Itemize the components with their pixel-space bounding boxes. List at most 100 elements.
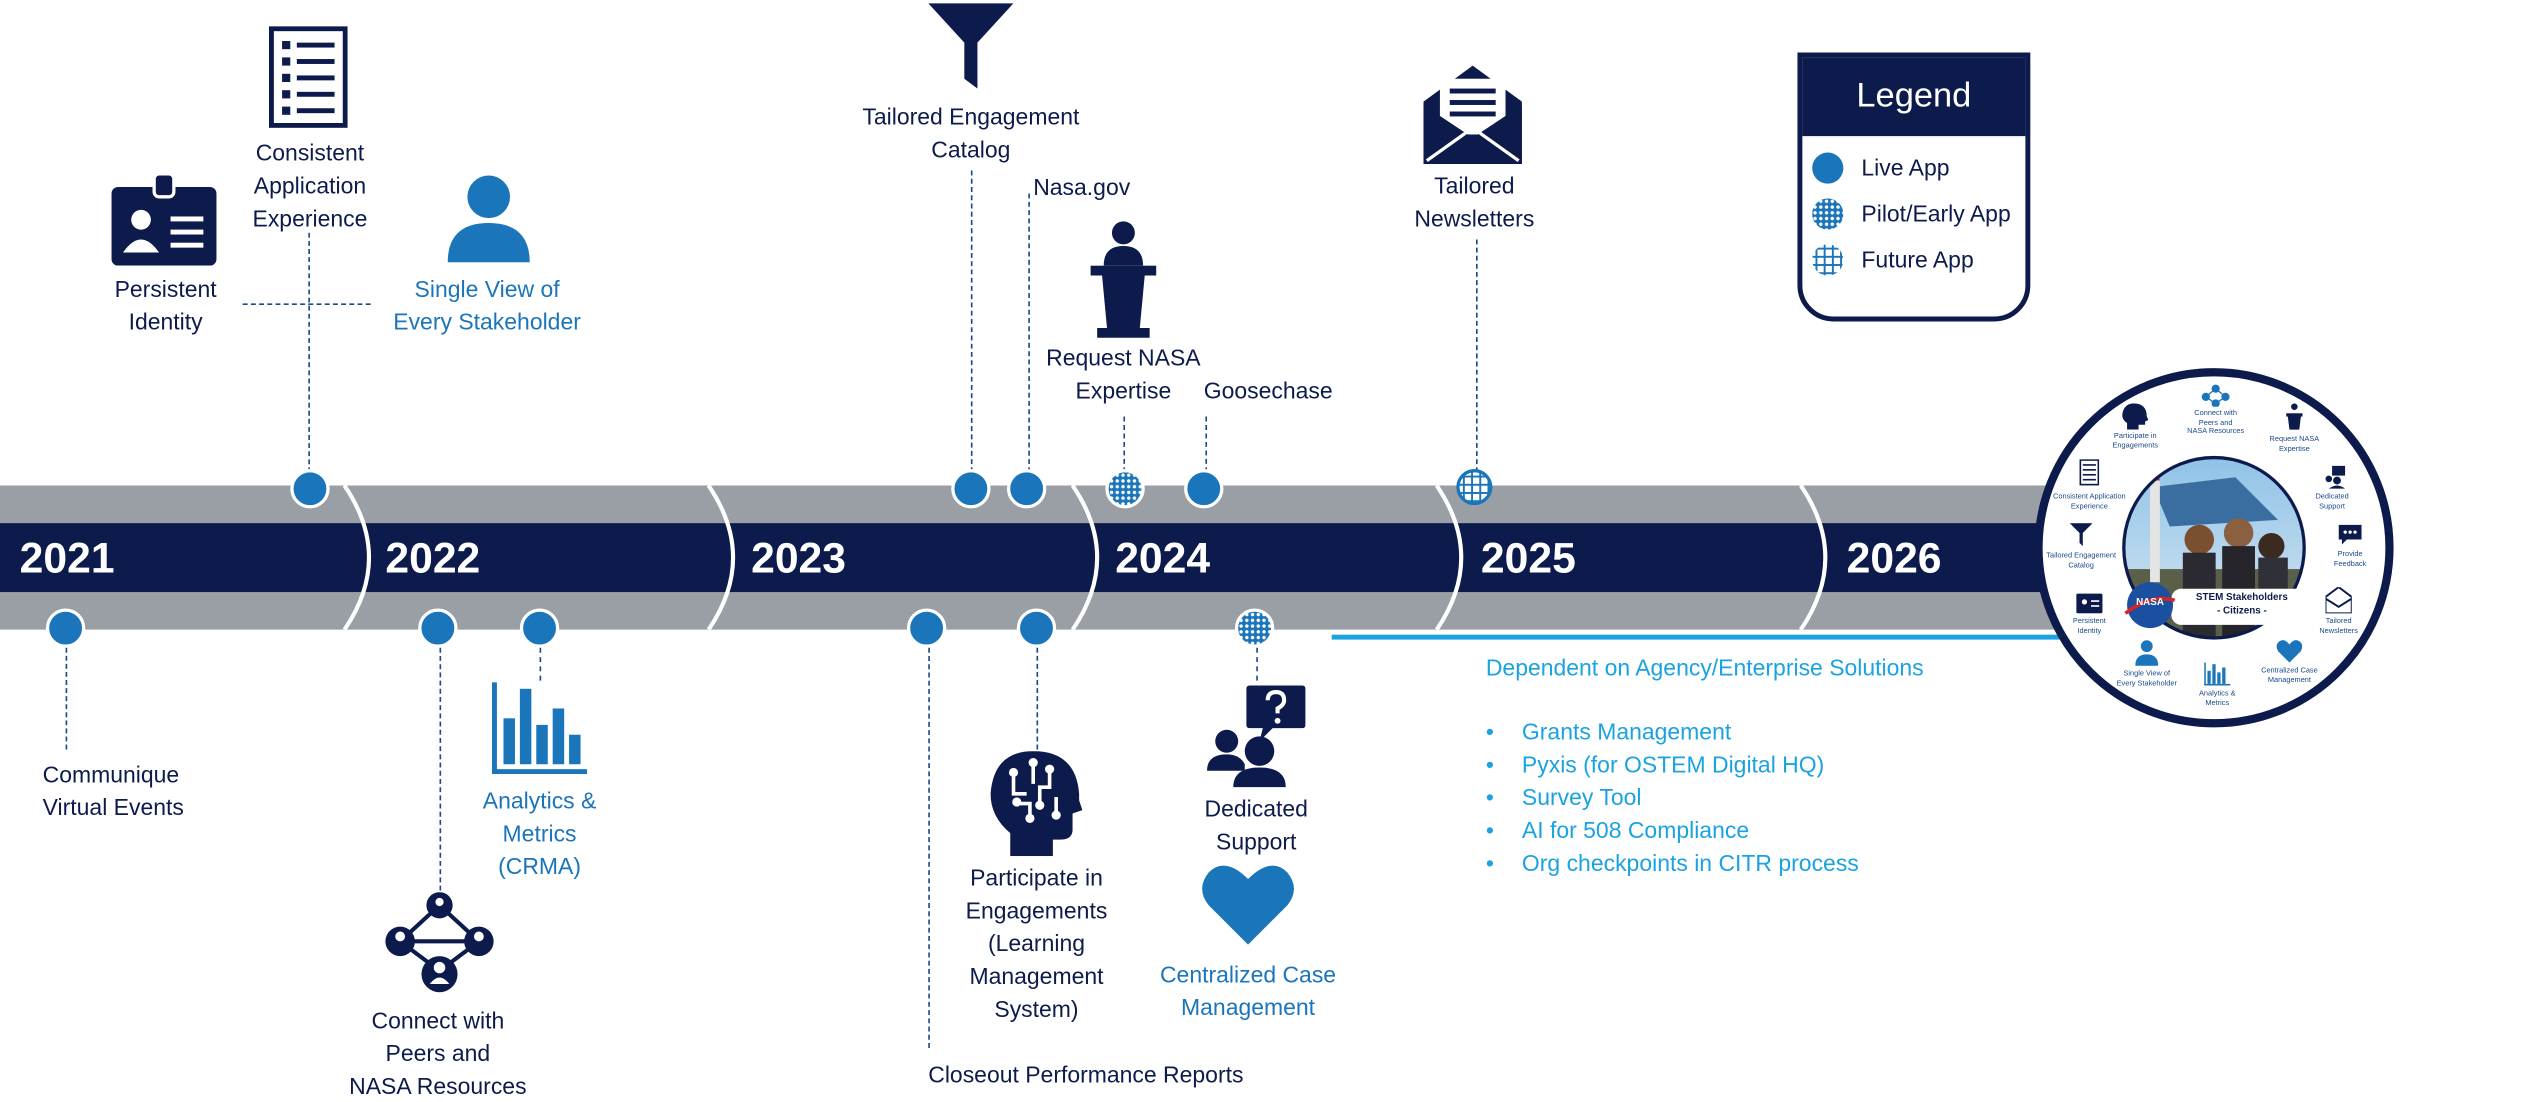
bullet: • [1485, 783, 1494, 811]
dependent-item: •Pyxis (for OSTEM Digital HQ) [1486, 748, 1824, 781]
pilot-app-swatch [1812, 198, 1844, 230]
dependent-heading: Dependent on Agency/Enterprise Solutions [1485, 654, 1924, 681]
mini-label-catalog: Tailored Engagement Catalog [2046, 551, 2117, 569]
live-app-marker [1016, 608, 1057, 648]
live-app-marker [45, 608, 86, 648]
connector-line [1123, 416, 1126, 473]
pilot-app-marker [1105, 469, 1145, 509]
mini-podium-icon [2286, 403, 2303, 430]
nasa-logo [2124, 582, 2176, 629]
connector-line [308, 232, 310, 473]
centralized-case-label: Centralized Case Management [1159, 961, 1337, 1021]
connector-line [1476, 239, 1478, 473]
closeout-label: Closeout Performance Reports [928, 1061, 1244, 1088]
connector-line [970, 170, 973, 473]
legend-label: Pilot/Early App [1861, 200, 2011, 227]
dependent-item: •Grants Management [1486, 715, 1731, 748]
network-icon [385, 892, 494, 993]
hub-center-banner [2171, 588, 2313, 625]
pilot-app-marker [1234, 608, 1275, 648]
future-app-marker [1456, 469, 1493, 506]
mini-label-persistent: Persistent Identity [2072, 616, 2106, 634]
dependent-item: • AI for 508 Compliance [1486, 813, 1749, 846]
year-2025: 2025 [1480, 533, 1576, 583]
analytics-label: Analytics & Metrics (CRMA) [482, 787, 597, 880]
support-icon [1207, 685, 1306, 788]
live-app-marker [951, 469, 991, 509]
mini-person-icon [2135, 640, 2159, 666]
connector-line [1205, 416, 1208, 473]
request-expertise-label: Request NASA Expertise [1046, 344, 1201, 404]
connector-line [65, 647, 68, 750]
mini-network-icon [2201, 384, 2230, 407]
communique-label: Communique Virtual Events [42, 760, 184, 820]
dependent-item: •Survey Tool [1486, 781, 1642, 814]
year-2022: 2022 [385, 533, 481, 583]
mini-funnel-icon [2069, 523, 2093, 547]
legend-title: Legend [1802, 57, 2026, 137]
connector-line [539, 647, 542, 681]
mini-support-icon [2325, 465, 2346, 489]
live-app-marker [1006, 469, 1047, 509]
dependent-item: • Org checkpoints in CITR process [1486, 846, 1859, 879]
dependent-item-text: Org checkpoints in CITR process [1521, 849, 1859, 876]
connector-line [1256, 647, 1258, 681]
timeline-band [0, 485, 2067, 630]
dependent-item-text: AI for 508 Compliance [1521, 816, 1750, 843]
mini-label-consistent: Consistent Application Experience [2053, 492, 2126, 510]
connector-line [242, 303, 371, 306]
live-app-marker [290, 469, 330, 509]
legend-label: Future App [1861, 246, 1974, 273]
podium-icon [1090, 221, 1157, 338]
year-2021: 2021 [19, 533, 115, 583]
mini-feedback-icon [2338, 524, 2362, 545]
checklist-icon [268, 26, 348, 128]
id-card-icon [111, 173, 217, 266]
legend-label: Live App [1861, 154, 1950, 181]
mini-bar-chart-icon [2204, 662, 2231, 686]
mini-label-connect: Connect with Peers and NASA Resources [2187, 408, 2245, 435]
tailored-newsletters-label: Tailored Newsletters [1414, 172, 1535, 232]
live-app-marker [519, 608, 560, 648]
mini-brain-icon [2122, 403, 2149, 430]
dependent-item-text: Grants Management [1521, 718, 1732, 745]
dedicated-support-label: Dedicated Support [1204, 795, 1308, 855]
mini-label-participate: Participate in Engagements [2112, 431, 2159, 449]
connector-line [1028, 193, 1030, 473]
year-2026: 2026 [1846, 533, 1942, 583]
mini-id-card-icon [2076, 593, 2103, 614]
heart-icon [1202, 865, 1294, 945]
hub-center-subtitle: - Citizens - [2216, 606, 2267, 617]
hub-center-title: STEM Stakeholders [2195, 593, 2288, 604]
connect-peers-label: Connect with Peers and NASA Resources [349, 1006, 527, 1099]
nasa-gov-label: Nasa.gov [1033, 173, 1131, 201]
connector-line [1036, 647, 1039, 750]
dependent-item-text: Pyxis (for OSTEM Digital HQ) [1521, 751, 1825, 778]
participate-label: Participate in Engagements (Learning Man… [965, 864, 1108, 1022]
legend: Legend Live App Pilot/Early App Future A… [1797, 52, 2031, 322]
mini-checklist-icon [2079, 459, 2100, 486]
mini-label-request: Request NASA Expertise [2269, 434, 2320, 452]
persistent-identity-label: Persistent Identity [114, 275, 217, 335]
connector-line [928, 647, 930, 1048]
brain-icon [990, 751, 1083, 857]
mini-newsletter-icon [2325, 587, 2352, 614]
consistent-application-label: Consistent Application Experience [252, 139, 368, 232]
year-2023: 2023 [751, 533, 846, 583]
live-app-marker [1184, 469, 1224, 509]
connector-line [439, 647, 442, 891]
bar-chart-icon [492, 682, 588, 775]
live-app-swatch [1812, 152, 1844, 184]
stakeholder-hub: STEM Stakeholders - Citizens - NASA Part… [2034, 367, 2395, 728]
person-icon [447, 175, 530, 263]
funnel-icon [928, 3, 1014, 89]
single-view-label: Single View of Every Stakeholder [393, 275, 581, 335]
bullet: • [1485, 816, 1494, 843]
future-app-swatch [1812, 244, 1844, 276]
dependency-bar [1331, 634, 2062, 640]
bullet: • [1485, 849, 1494, 876]
mini-label-analytics: Analytics & Metrics [2199, 688, 2236, 707]
mini-heart-icon [2276, 640, 2303, 663]
mini-label-dedicated: Dedicated Support [2315, 492, 2349, 510]
newsletter-icon [1423, 65, 1522, 164]
